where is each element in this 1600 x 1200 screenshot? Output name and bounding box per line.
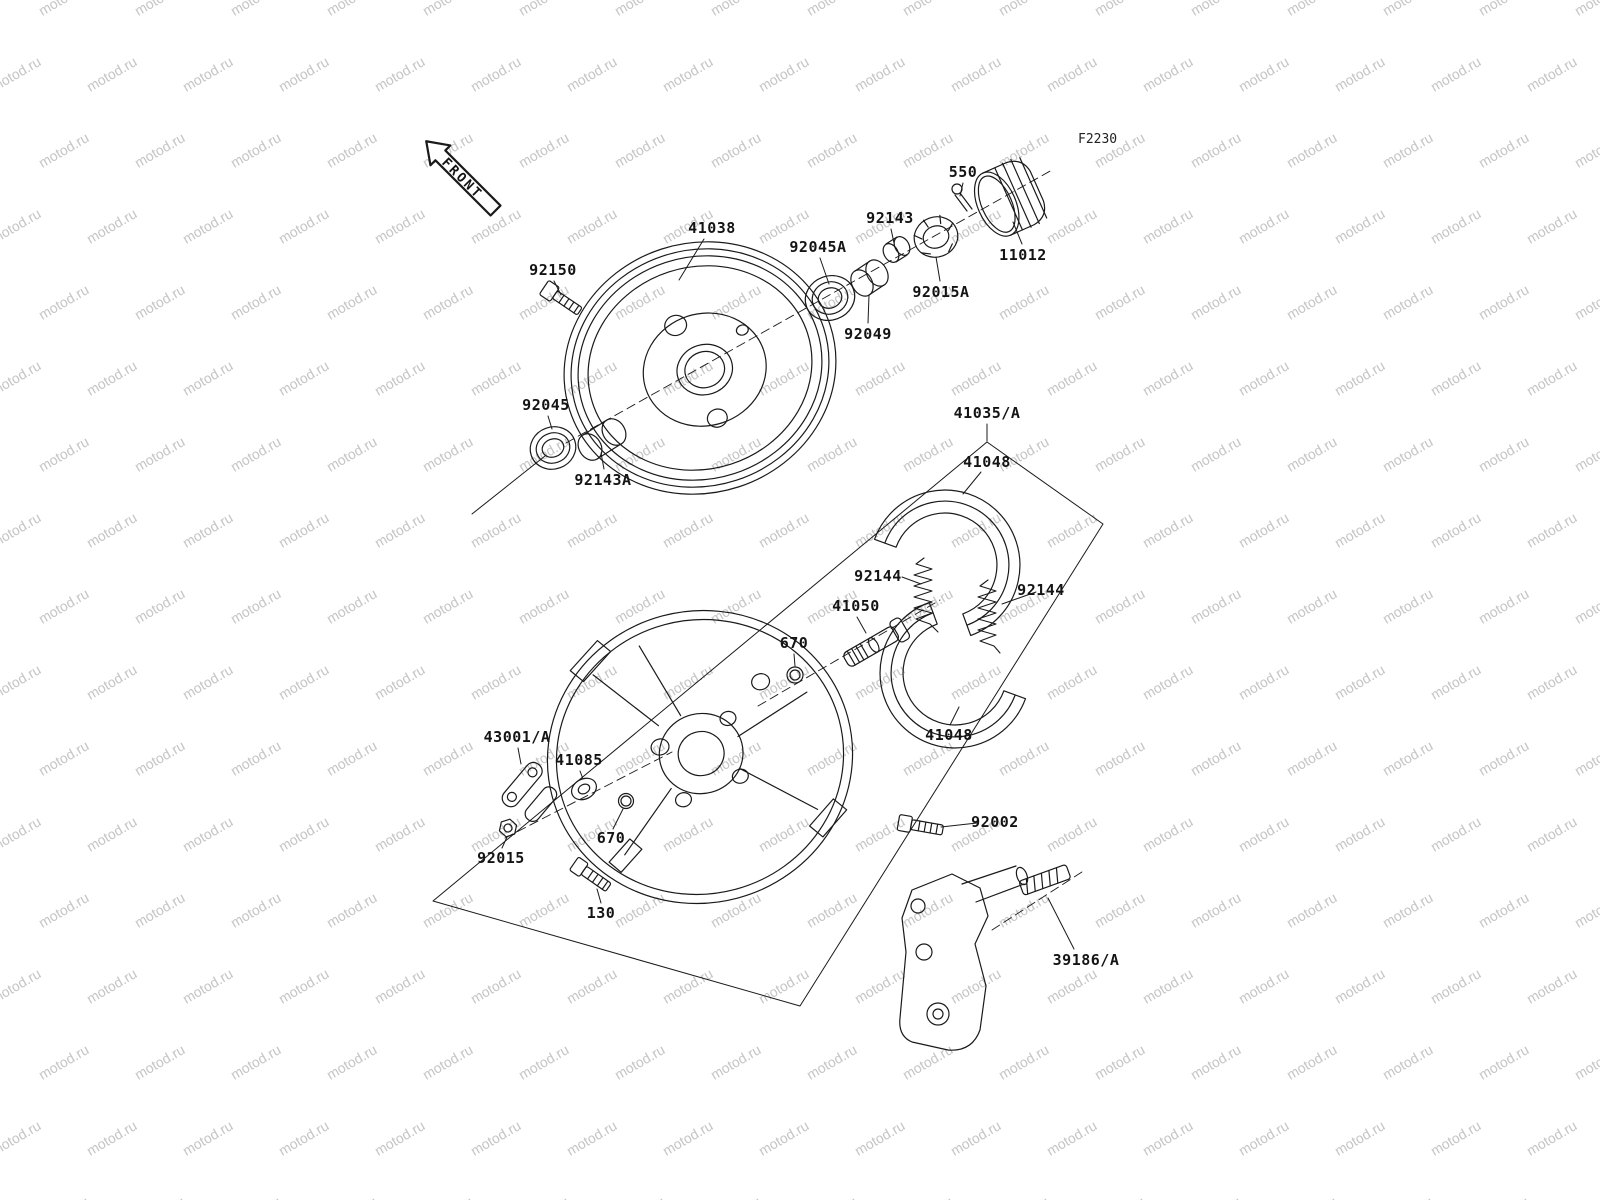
part-label-92045a-2: 92045A (789, 238, 847, 256)
part-label-39186a-23: 39186/A (1052, 951, 1120, 969)
part-nut-92015a (913, 214, 959, 258)
part-label-92015a-6: 92015A (912, 283, 970, 301)
part-label-92045-8: 92045 (522, 396, 570, 414)
part-bearing-92045a (804, 275, 856, 321)
part-brake-panel (546, 609, 854, 905)
part-label-41048-16: 41048 (925, 726, 973, 744)
part-label-670-15: 670 (779, 634, 809, 652)
part-spring-92144-left (913, 557, 939, 633)
figure-code: F2230 (1078, 132, 1118, 147)
part-label-92144-12: 92144 (854, 567, 902, 585)
part-label-92015-20: 92015 (477, 849, 525, 867)
part-label-41048-11: 41048 (963, 453, 1011, 471)
part-oring-670-lower (617, 792, 635, 810)
part-pin-550 (951, 183, 973, 212)
part-label-92002-22: 92002 (971, 813, 1019, 831)
part-collar-92143 (882, 236, 911, 263)
part-label-43001a-17: 43001/A (483, 728, 551, 746)
part-hub-41038 (563, 241, 837, 495)
part-cap-11012 (973, 157, 1048, 237)
part-label-130-21: 130 (586, 904, 616, 922)
assembly-box (432, 441, 1104, 1007)
part-label-92150-0: 92150 (529, 261, 577, 279)
part-label-92144-13: 92144 (1017, 581, 1065, 599)
part-label-41085-18: 41085 (555, 751, 603, 769)
part-bolt-130 (569, 857, 612, 892)
part-bracket-39186 (899, 864, 1071, 1051)
part-nut-92015 (498, 818, 518, 838)
part-bearing-92045 (529, 426, 577, 470)
part-label-670-19: 670 (596, 829, 626, 847)
part-bolt-92002 (896, 814, 944, 836)
part-spacer-92049 (850, 259, 889, 297)
part-label-11012-5: 11012 (999, 246, 1047, 264)
part-collar-92143a (577, 418, 627, 461)
part-label-41035a-10: 41035/A (953, 404, 1021, 422)
part-label-41038-1: 41038 (688, 219, 736, 237)
part-label-550-4: 550 (948, 163, 978, 181)
part-washer-41085 (570, 777, 598, 801)
part-label-41050-14: 41050 (832, 597, 880, 615)
part-oring-670-upper (786, 666, 804, 684)
part-spring-92144-right (977, 579, 1001, 654)
part-camshaft-41050 (843, 617, 911, 667)
part-label-92143-3: 92143 (866, 209, 914, 227)
part-lever-43001 (501, 761, 558, 823)
part-label-92049-7: 92049 (844, 325, 892, 343)
part-label-92143a-9: 92143A (574, 471, 632, 489)
part-brake-shoe-lower (879, 601, 1027, 749)
part-bolt-92150 (539, 280, 583, 315)
